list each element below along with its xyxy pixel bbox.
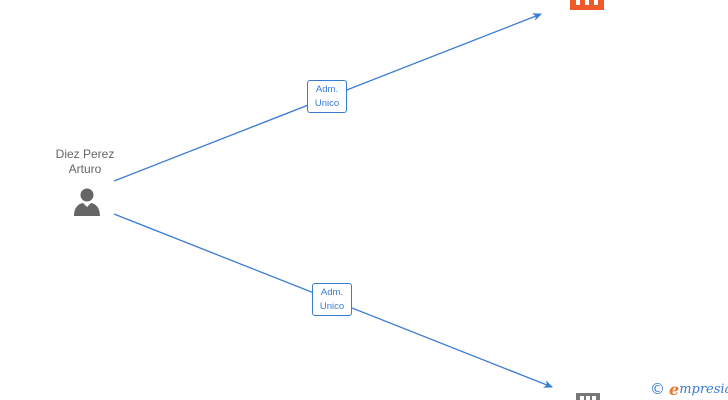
person-icon[interactable] xyxy=(71,187,103,222)
edge-label-top-line2: Unico xyxy=(314,98,340,109)
person-name-line1: Diez Perez xyxy=(55,147,115,161)
edge-label-bottom-line2: Unico xyxy=(319,301,345,312)
brand-name: mpresia xyxy=(679,381,728,397)
copyright-icon: © xyxy=(650,380,665,398)
person-name-line2: Arturo xyxy=(68,162,102,176)
edge-label-top[interactable]: Adm. Unico xyxy=(307,80,347,113)
empresia-watermark: © e mpresia xyxy=(650,379,728,399)
company-top-building-icon[interactable] xyxy=(570,0,604,15)
edge-label-bottom-line1: Adm. xyxy=(320,287,344,298)
brand-initial: e xyxy=(669,379,680,399)
edge-label-bottom[interactable]: Adm. Unico xyxy=(312,283,352,316)
person-name[interactable]: Diez Perez Arturo xyxy=(40,147,130,177)
company-bottom-building-icon[interactable] xyxy=(576,390,600,400)
edge-label-top-line1: Adm. xyxy=(315,84,339,95)
